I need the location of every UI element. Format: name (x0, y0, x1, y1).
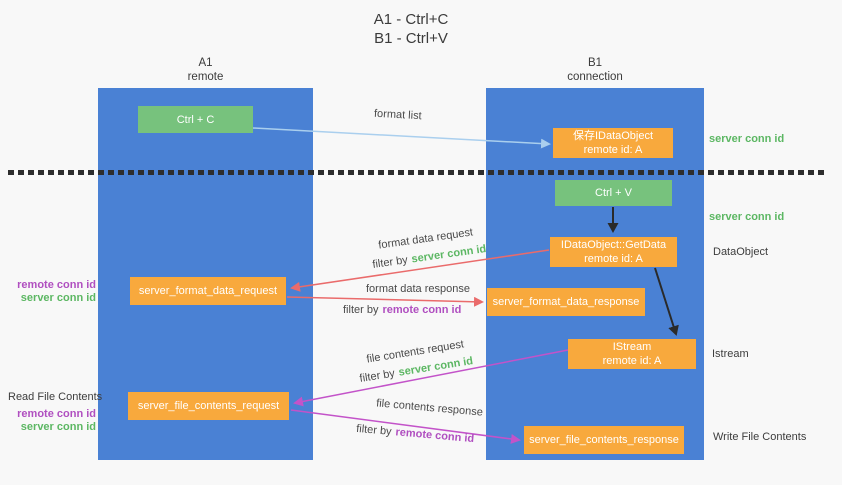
node-ctrl-c: Ctrl + C (138, 106, 253, 133)
server-conn-id-label: server conn id (20, 292, 96, 304)
lane-b1-role: connection (567, 71, 623, 83)
filter-by-text: filter by (343, 304, 379, 316)
node-getdata-line2: remote id: A (584, 253, 643, 265)
annotation-dataobject: DataObject (713, 246, 769, 258)
annotation-istream: Istream (712, 348, 749, 360)
node-istream-line2: remote id: A (602, 355, 662, 367)
node-ctrl-v: Ctrl + V (555, 180, 672, 206)
node-file-response-label: server_file_contents_response (529, 434, 679, 446)
title-line-1: A1 - Ctrl+C (373, 11, 449, 28)
remote-conn-id-keyword: remote conn id (382, 304, 462, 316)
lane-a1-role: remote (187, 71, 224, 83)
node-ctrl-c-label: Ctrl + C (176, 113, 215, 126)
annotation-file-conn-ids: remote conn id server conn id (8, 408, 96, 434)
server-conn-id-label: server conn id (20, 421, 96, 433)
lane-header-b1: B1 connection (486, 56, 704, 84)
annotation-server-conn-id-top: server conn id (709, 133, 785, 145)
node-istream: IStream remote id: A (568, 339, 696, 369)
title-line-2: B1 - Ctrl+V (374, 30, 448, 47)
annotation-write-file-contents: Write File Contents (713, 431, 807, 443)
node-istream-line1: IStream (612, 341, 652, 353)
node-server-format-data-request: server_format_data_request (130, 277, 286, 305)
diagram-title: A1 - Ctrl+C B1 - Ctrl+V (311, 10, 511, 48)
annotation-server-conn-id-mid: server conn id (709, 211, 785, 223)
node-save-idataobject: 保存IDataObject remote id: A (553, 128, 673, 158)
node-ctrl-v-label: Ctrl + V (595, 187, 632, 199)
node-idataobject-getdata: IDataObject::GetData remote id: A (550, 237, 677, 267)
node-server-format-data-response: server_format_data_response (487, 288, 645, 316)
node-format-response-label: server_format_data_response (492, 296, 640, 308)
node-save-line1: 保存IDataObject (572, 130, 654, 142)
node-file-request-label: server_file_contents_request (137, 400, 280, 412)
remote-conn-id-label: remote conn id (17, 408, 96, 420)
filter-by-text: filter by (358, 367, 396, 385)
node-server-file-contents-request: server_file_contents_request (128, 392, 289, 420)
annotation-format-conn-ids: remote conn id server conn id (8, 279, 96, 305)
node-server-file-contents-response: server_file_contents_response (524, 426, 684, 454)
node-save-line2: remote id: A (583, 144, 643, 156)
server-conn-id-keyword: server conn id (410, 243, 487, 266)
remote-conn-id-label: remote conn id (17, 279, 96, 291)
edge-format-data-response-arrow (286, 296, 484, 307)
edge-label-file-contents-response: file contents response (375, 397, 484, 419)
annotation-read-file-contents: Read File Contents (8, 391, 103, 403)
lane-a1-name: A1 (198, 57, 213, 69)
lane-header-a1: A1 remote (98, 56, 313, 84)
filter-by-text: filter by (355, 422, 393, 438)
remote-conn-id-keyword: remote conn id (395, 426, 475, 446)
dotted-separator (8, 170, 824, 175)
node-format-request-label: server_format_data_request (138, 285, 278, 297)
filter-by-text: filter by (371, 254, 409, 271)
node-getdata-line1: IDataObject::GetData (560, 239, 667, 251)
edge-label-format-list: format list (373, 107, 422, 123)
edge-label-format-data-response: format data response (366, 283, 470, 295)
lane-b1-name: B1 (587, 57, 603, 69)
